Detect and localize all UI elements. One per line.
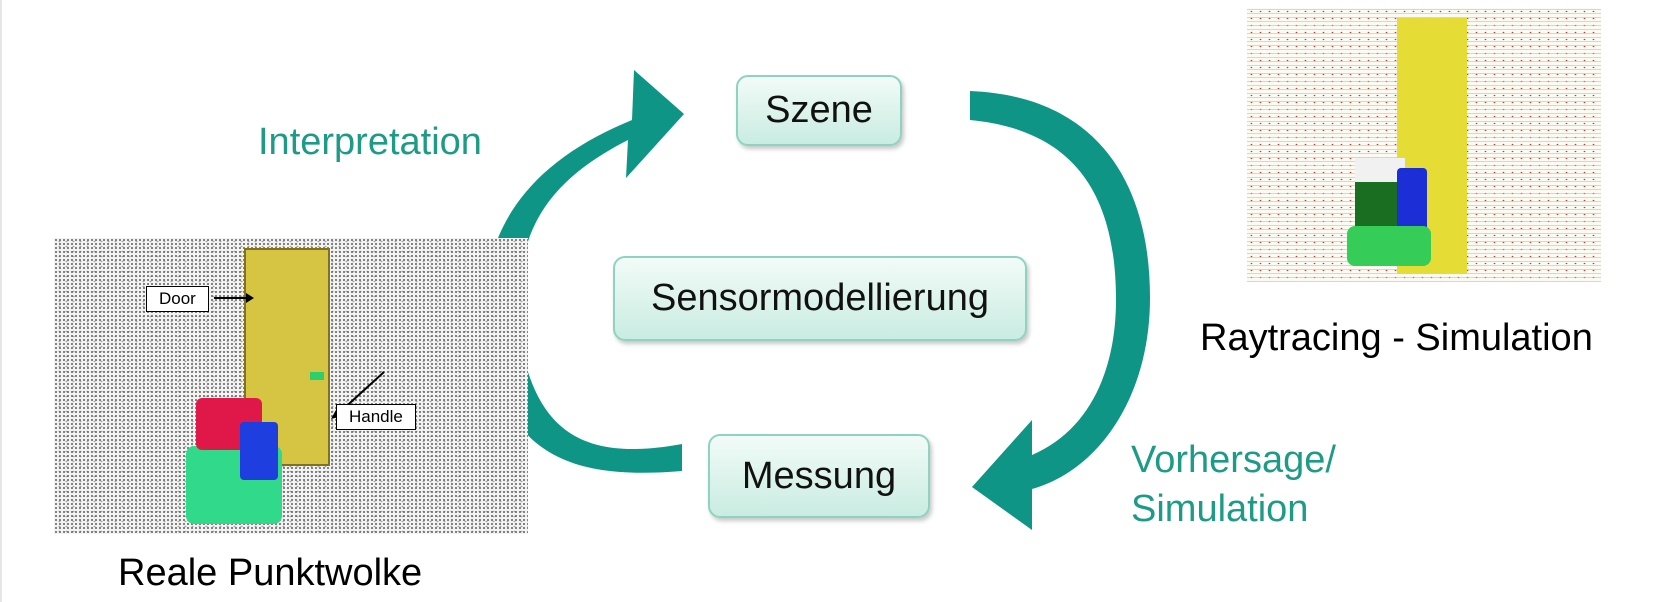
door-tag: Door [146, 286, 209, 312]
sim-robot-base [1347, 226, 1431, 266]
robot-arm-shape [240, 422, 278, 480]
page-edge-rule [0, 0, 2, 602]
label-vorhersage-line2: Simulation [1131, 488, 1309, 530]
caption-raytracing-simulation: Raytracing - Simulation [1200, 317, 1593, 359]
arrow-vorhersage [970, 91, 1150, 530]
arrow-interpretation [483, 70, 684, 473]
node-messung-label: Messung [741, 454, 897, 497]
node-szene: Szene [736, 75, 902, 146]
label-interpretation: Interpretation [258, 121, 482, 163]
real-point-cloud-image: Door Handle [54, 238, 528, 534]
sim-robot-head [1355, 158, 1405, 182]
tag-pointers [214, 293, 385, 419]
node-sensormodellierung: Sensormodellierung [613, 256, 1027, 341]
label-vorhersage: Vorhersage/ Simulation [1131, 436, 1336, 534]
node-szene-label: Szene [765, 89, 873, 131]
handle-tag: Handle [336, 404, 416, 430]
node-sensormodellierung-label: Sensormodellierung [651, 277, 989, 319]
caption-reale-punktwolke: Reale Punktwolke [118, 552, 423, 594]
node-messung: Messung [708, 434, 930, 518]
label-vorhersage-line1: Vorhersage/ [1131, 439, 1336, 481]
raytracing-simulation-image [1247, 8, 1601, 282]
